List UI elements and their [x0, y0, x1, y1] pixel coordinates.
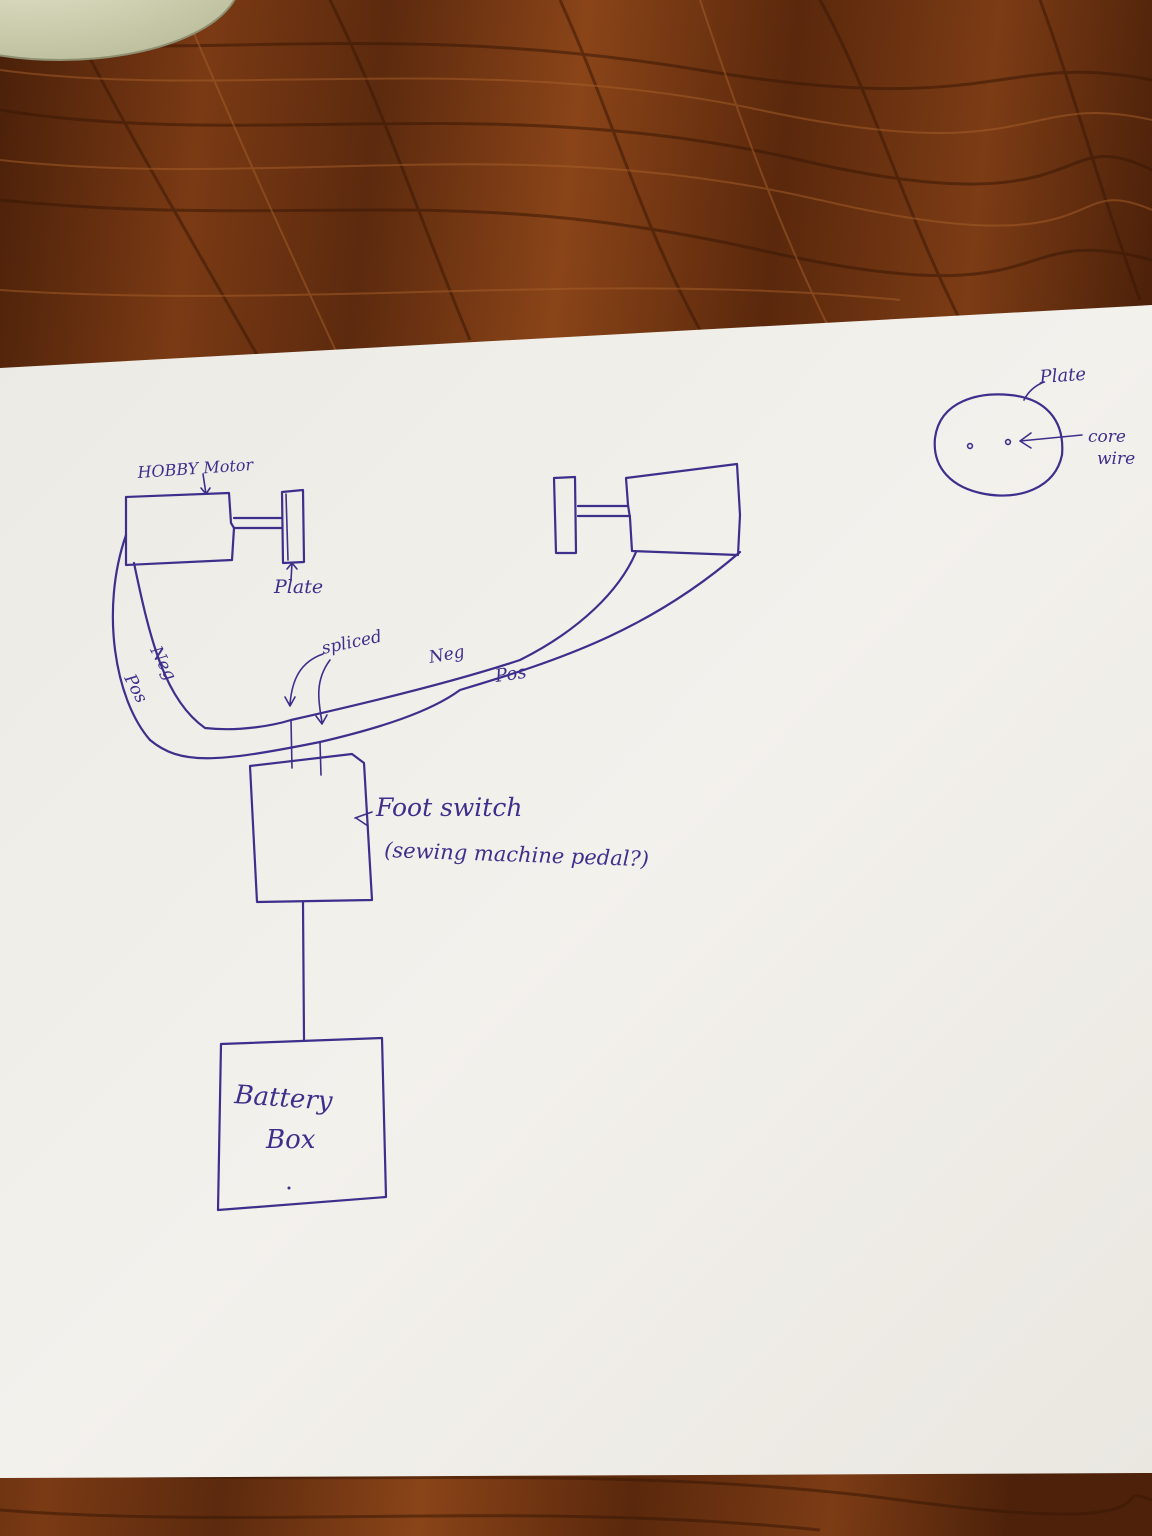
left-plate — [280, 488, 306, 565]
hobby-motor-arrow — [200, 473, 211, 495]
label-plate-detail: Plate — [1038, 364, 1087, 388]
plate-detail-circle — [933, 393, 1064, 497]
battery-dot — [287, 1186, 291, 1190]
plate-hole-left — [966, 442, 974, 450]
wire-neg-left — [132, 561, 293, 731]
wire-pos-left — [111, 533, 322, 760]
label-core-wire-2: wire — [1097, 449, 1135, 469]
left-motor — [124, 491, 284, 567]
battery-box — [216, 1036, 388, 1212]
wire-neg-right — [289, 550, 638, 722]
core-wire-arrow — [1019, 432, 1083, 449]
foot-switch-arrow — [354, 811, 373, 827]
splice-arrow-left — [284, 653, 324, 707]
plate-detail-leader — [1023, 381, 1045, 401]
plate-hole-right — [1004, 438, 1012, 446]
label-battery: Battery — [233, 1080, 334, 1117]
foot-switch-box — [248, 752, 374, 904]
mug — [0, 0, 236, 61]
label-battery-box: Box — [265, 1125, 316, 1155]
splice-arrow-right — [315, 659, 331, 725]
right-motor — [576, 462, 742, 557]
wood-grain-light — [0, 0, 1152, 361]
label-foot-switch: Foot switch — [375, 793, 522, 822]
label-core-wire-1: core — [1088, 427, 1126, 447]
left-plate-arrow — [286, 562, 298, 581]
label-plate-left: Plate — [273, 576, 323, 598]
paper-sheet — [0, 305, 1152, 1478]
label-pos-right: Pos — [493, 662, 528, 687]
wire-pos-right — [318, 550, 742, 744]
battery-cable — [301, 900, 306, 1042]
right-plate — [552, 475, 578, 555]
